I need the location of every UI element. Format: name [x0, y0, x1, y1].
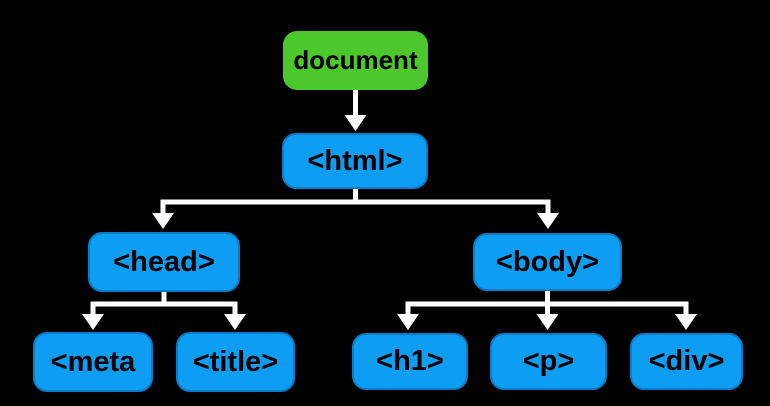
edge-head-branch — [90, 287, 238, 307]
edge-html-body — [537, 199, 559, 229]
edge-body-div — [675, 301, 697, 330]
node-html: <html> — [282, 133, 428, 189]
edge-head-meta — [82, 301, 104, 330]
node-meta-label: <meta — [50, 345, 136, 378]
node-title: <title> — [176, 332, 295, 392]
node-p: <p> — [490, 333, 607, 390]
node-head: <head> — [88, 232, 240, 292]
node-h1: <h1> — [352, 333, 468, 390]
node-head-label: <head> — [113, 245, 215, 278]
edge-body-h1 — [397, 301, 419, 330]
edge-html-branch — [160, 184, 551, 205]
edge-head-title — [224, 301, 246, 330]
node-document-label: document — [293, 45, 418, 75]
node-div: <div> — [630, 333, 743, 390]
edge-document-html — [344, 88, 367, 131]
node-title-label: <title> — [192, 345, 279, 378]
node-body-label: <body> — [495, 245, 600, 278]
edge-html-head — [152, 199, 174, 229]
node-div-label: <div> — [648, 345, 725, 377]
node-html-label: <html> — [307, 144, 403, 177]
node-p-label: <p> — [522, 345, 575, 377]
edge-body-p — [536, 301, 559, 330]
node-body: <body> — [473, 233, 622, 291]
node-h1-label: <h1> — [376, 345, 444, 377]
node-meta: <meta — [33, 332, 153, 392]
node-document: document — [283, 31, 428, 90]
